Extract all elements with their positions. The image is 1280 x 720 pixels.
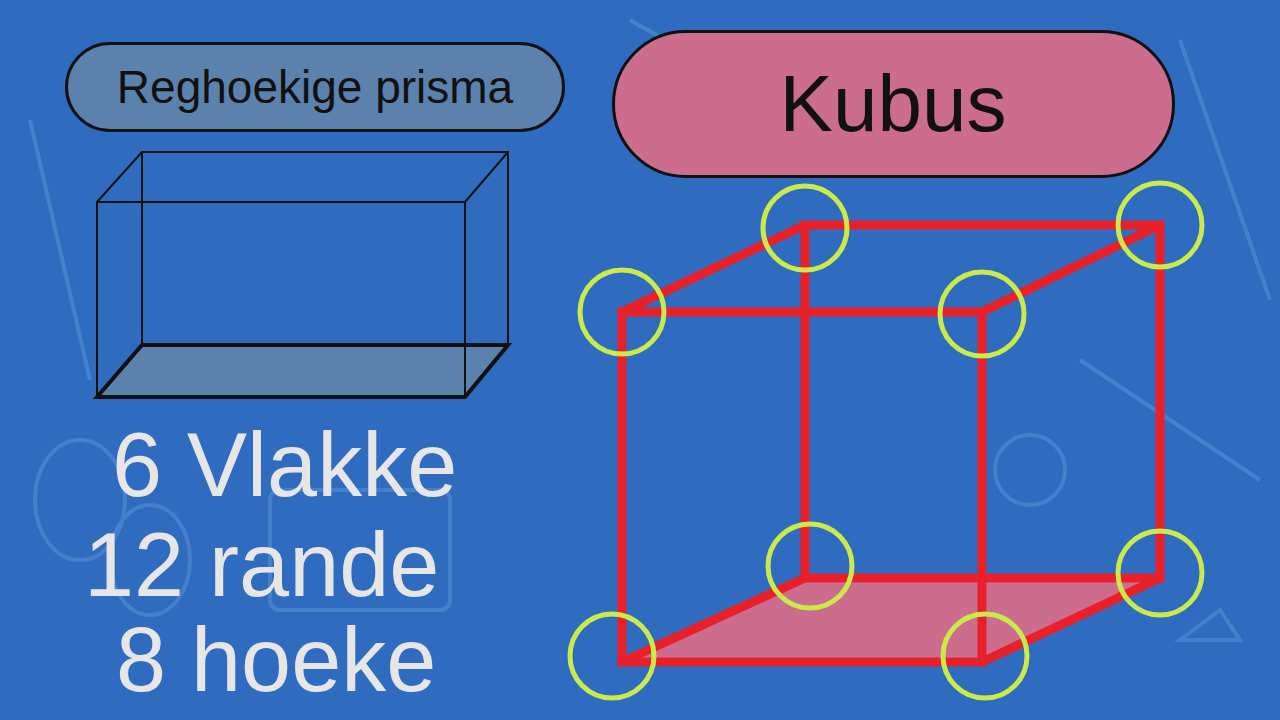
prism-drawing (97, 152, 508, 397)
property-count: 12 rande (84, 520, 439, 610)
property-count: 6 Vlakke (112, 420, 457, 510)
corner-circles (570, 183, 1202, 698)
property-count: 8 hoeke (116, 615, 436, 705)
shape-name: Kubus (780, 64, 1007, 144)
shape-name: Reghoekige prisma (117, 64, 513, 110)
shape-name-pill: Reghoekige prisma (65, 42, 565, 132)
background-doodles (30, 20, 1270, 640)
shape-name-pill: Kubus (612, 30, 1175, 178)
